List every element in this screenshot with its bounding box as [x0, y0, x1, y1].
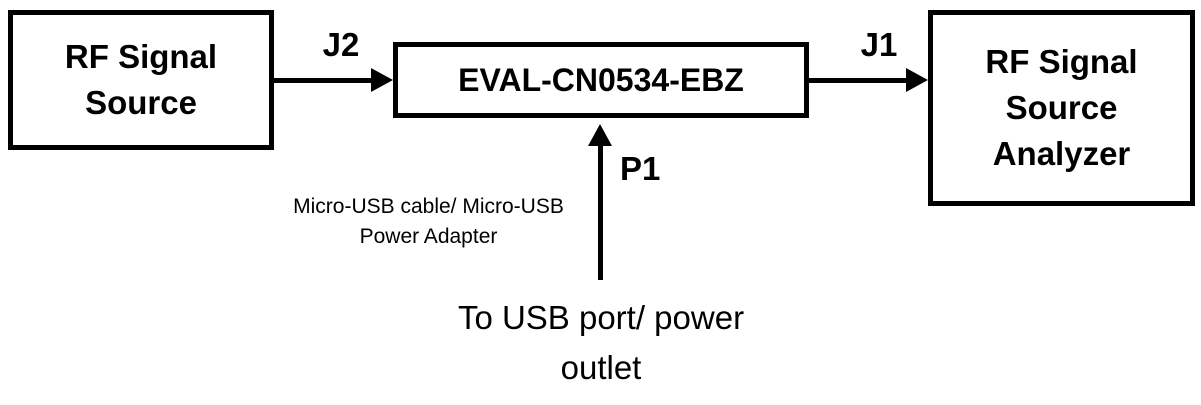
eval-cn0534-ebz-box: EVAL-CN0534-EBZ	[393, 42, 809, 118]
j1-arrowhead-icon	[906, 68, 928, 92]
j2-arrow-line	[274, 78, 373, 83]
rf-signal-source-analyzer-box: RF Signal Source Analyzer	[928, 10, 1195, 206]
j1-connector-label: J1	[860, 26, 898, 63]
j2-connector-label: J2	[322, 26, 360, 63]
p1-arrow-line	[598, 146, 603, 280]
eval-cn0534-ebz-label: EVAL-CN0534-EBZ	[458, 61, 744, 98]
rf-signal-source-box: RF Signal Source	[8, 10, 274, 150]
j2-arrowhead-icon	[371, 68, 393, 92]
rf-signal-source-analyzer-label: RF Signal Source Analyzer	[985, 42, 1138, 173]
micro-usb-cable-note: Micro-USB cable/ Micro-USB Power Adapter	[293, 195, 564, 249]
p1-arrowhead-icon	[588, 124, 612, 146]
j1-arrow-line	[809, 78, 908, 83]
rf-signal-source-label: RF Signal Source	[64, 37, 218, 121]
p1-connector-label: P1	[620, 150, 661, 187]
usb-port-power-outlet-note: To USB port/ power outlet	[457, 299, 745, 386]
